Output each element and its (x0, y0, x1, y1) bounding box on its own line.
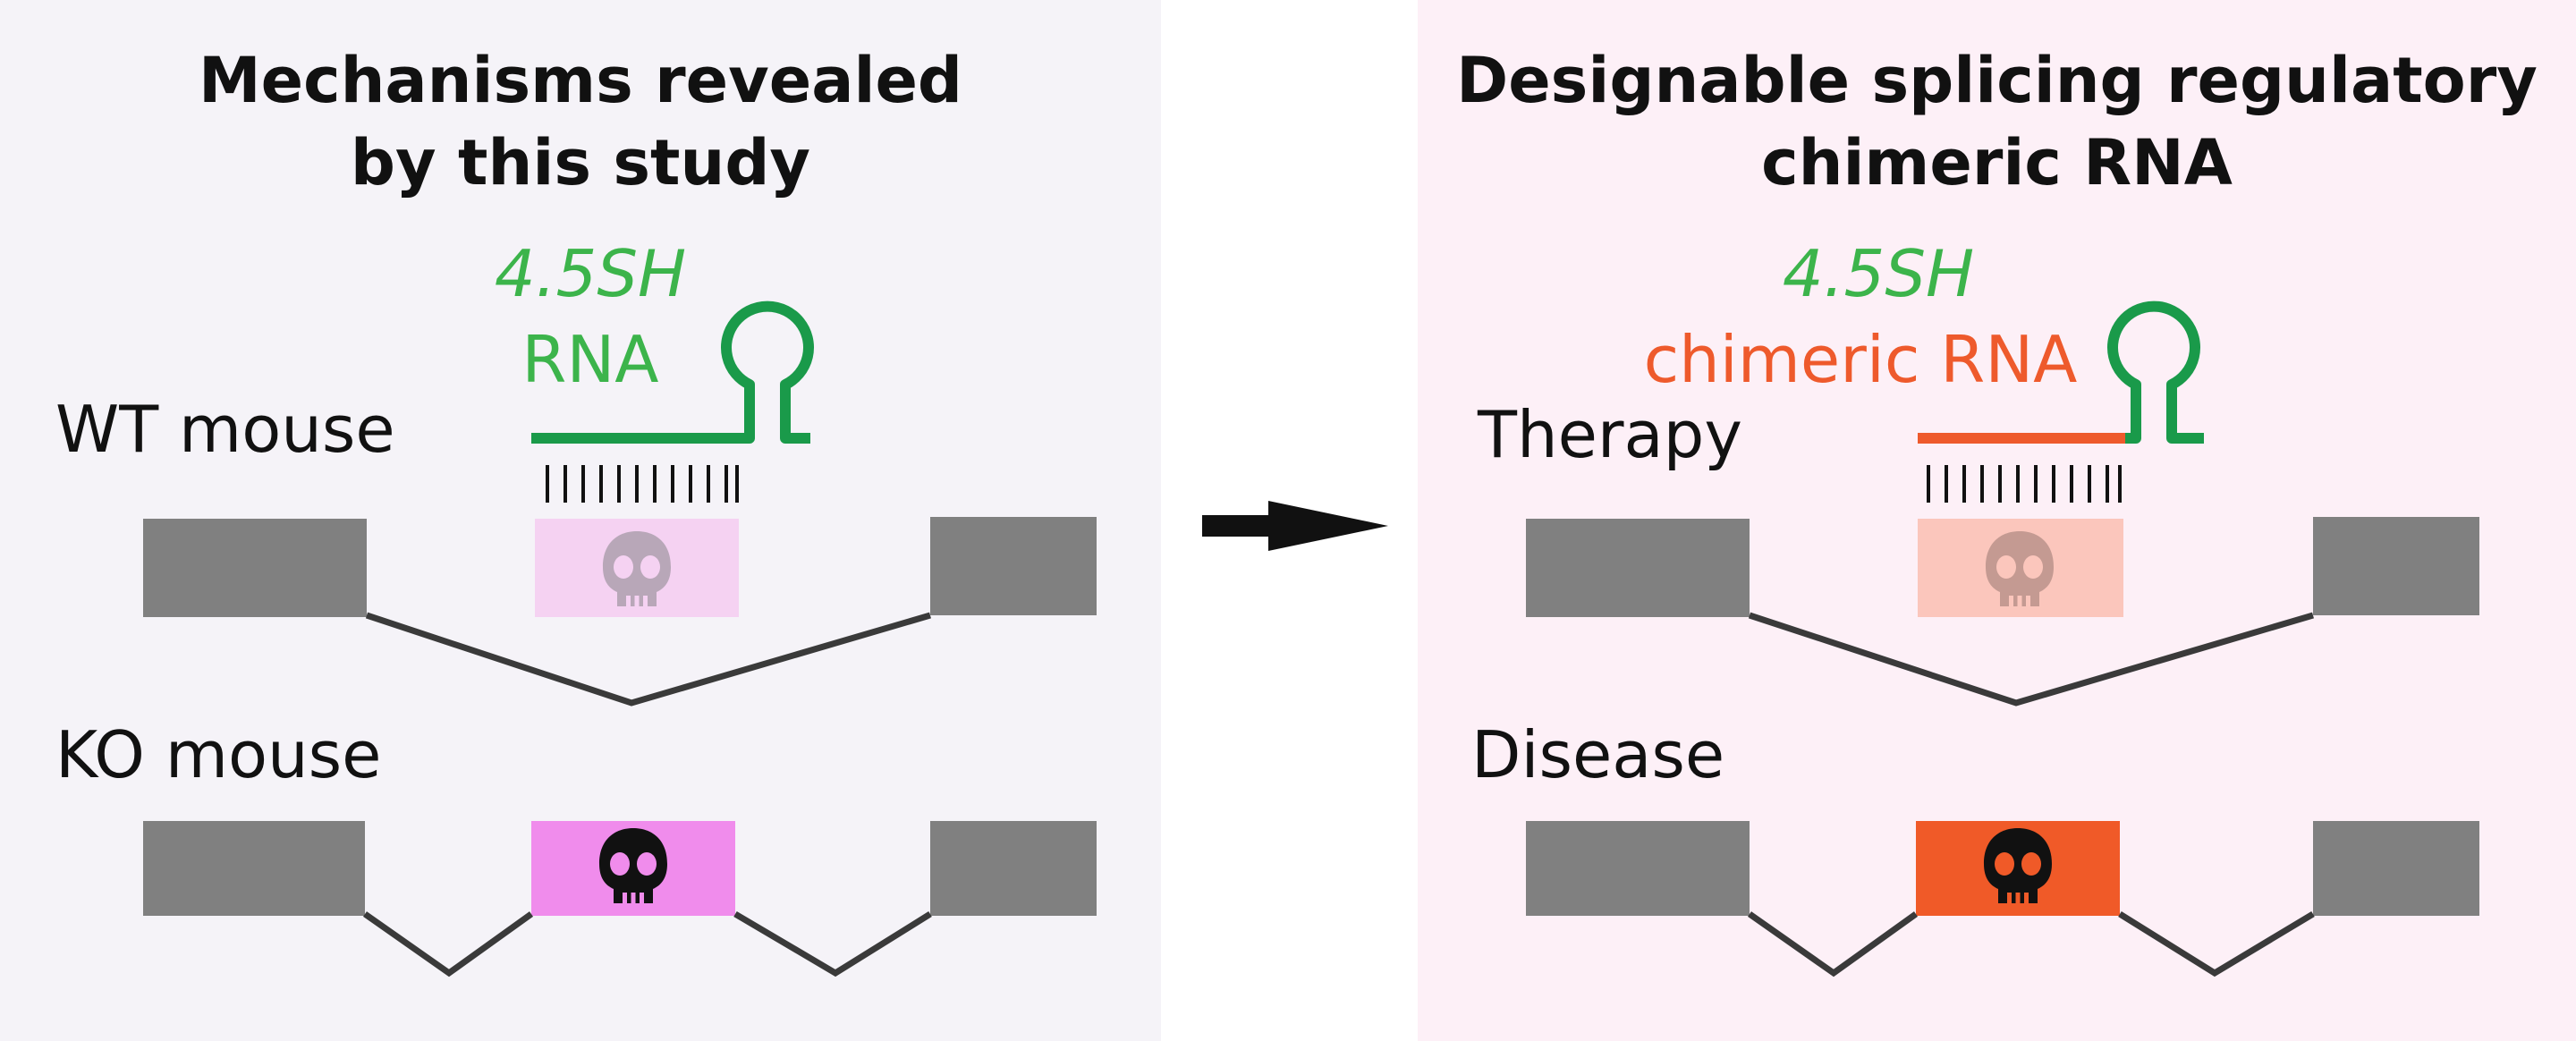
right-base-pair-ticks (1927, 465, 2122, 503)
left-rna-name: 4.5SH (494, 236, 687, 311)
right-rna-type: chimeric RNA (1643, 322, 2078, 397)
disease-intron-2 (2118, 910, 2315, 978)
left-rna-type: RNA (521, 322, 659, 397)
left-rna-hairpin-icon (531, 300, 814, 444)
left-panel-title: Mechanisms revealed by this study (198, 44, 963, 199)
wt-intron-skip (365, 612, 931, 707)
disease-intron-1 (1747, 911, 1919, 978)
ko-exon-right (930, 821, 1097, 916)
wt-mouse-label: WT mouse (55, 392, 395, 467)
therapy-intron-skip (1748, 612, 2314, 707)
left-base-pair-ticks (546, 465, 739, 503)
ko-mouse-label: KO mouse (55, 717, 382, 792)
therapy-label: Therapy (1478, 397, 1742, 472)
disease-label: Disease (1471, 717, 1725, 792)
right-rna-hairpin-icon (2107, 300, 2204, 444)
disease-exon-right (2313, 821, 2479, 916)
ko-intron-2 (733, 910, 932, 978)
arrow-right-icon (1202, 501, 1388, 551)
disease-exon-left (1526, 821, 1750, 916)
therapy-exon-right (2313, 517, 2479, 615)
ko-intron-1 (362, 911, 534, 978)
wt-exon-right (930, 517, 1097, 615)
right-rna-name: 4.5SH (1782, 236, 1975, 311)
right-panel-title: Designable splicing regulatory chimeric … (1456, 44, 2538, 199)
ko-exon-left (143, 821, 365, 916)
therapy-exon-left (1526, 519, 1750, 617)
wt-exon-left (143, 519, 367, 617)
